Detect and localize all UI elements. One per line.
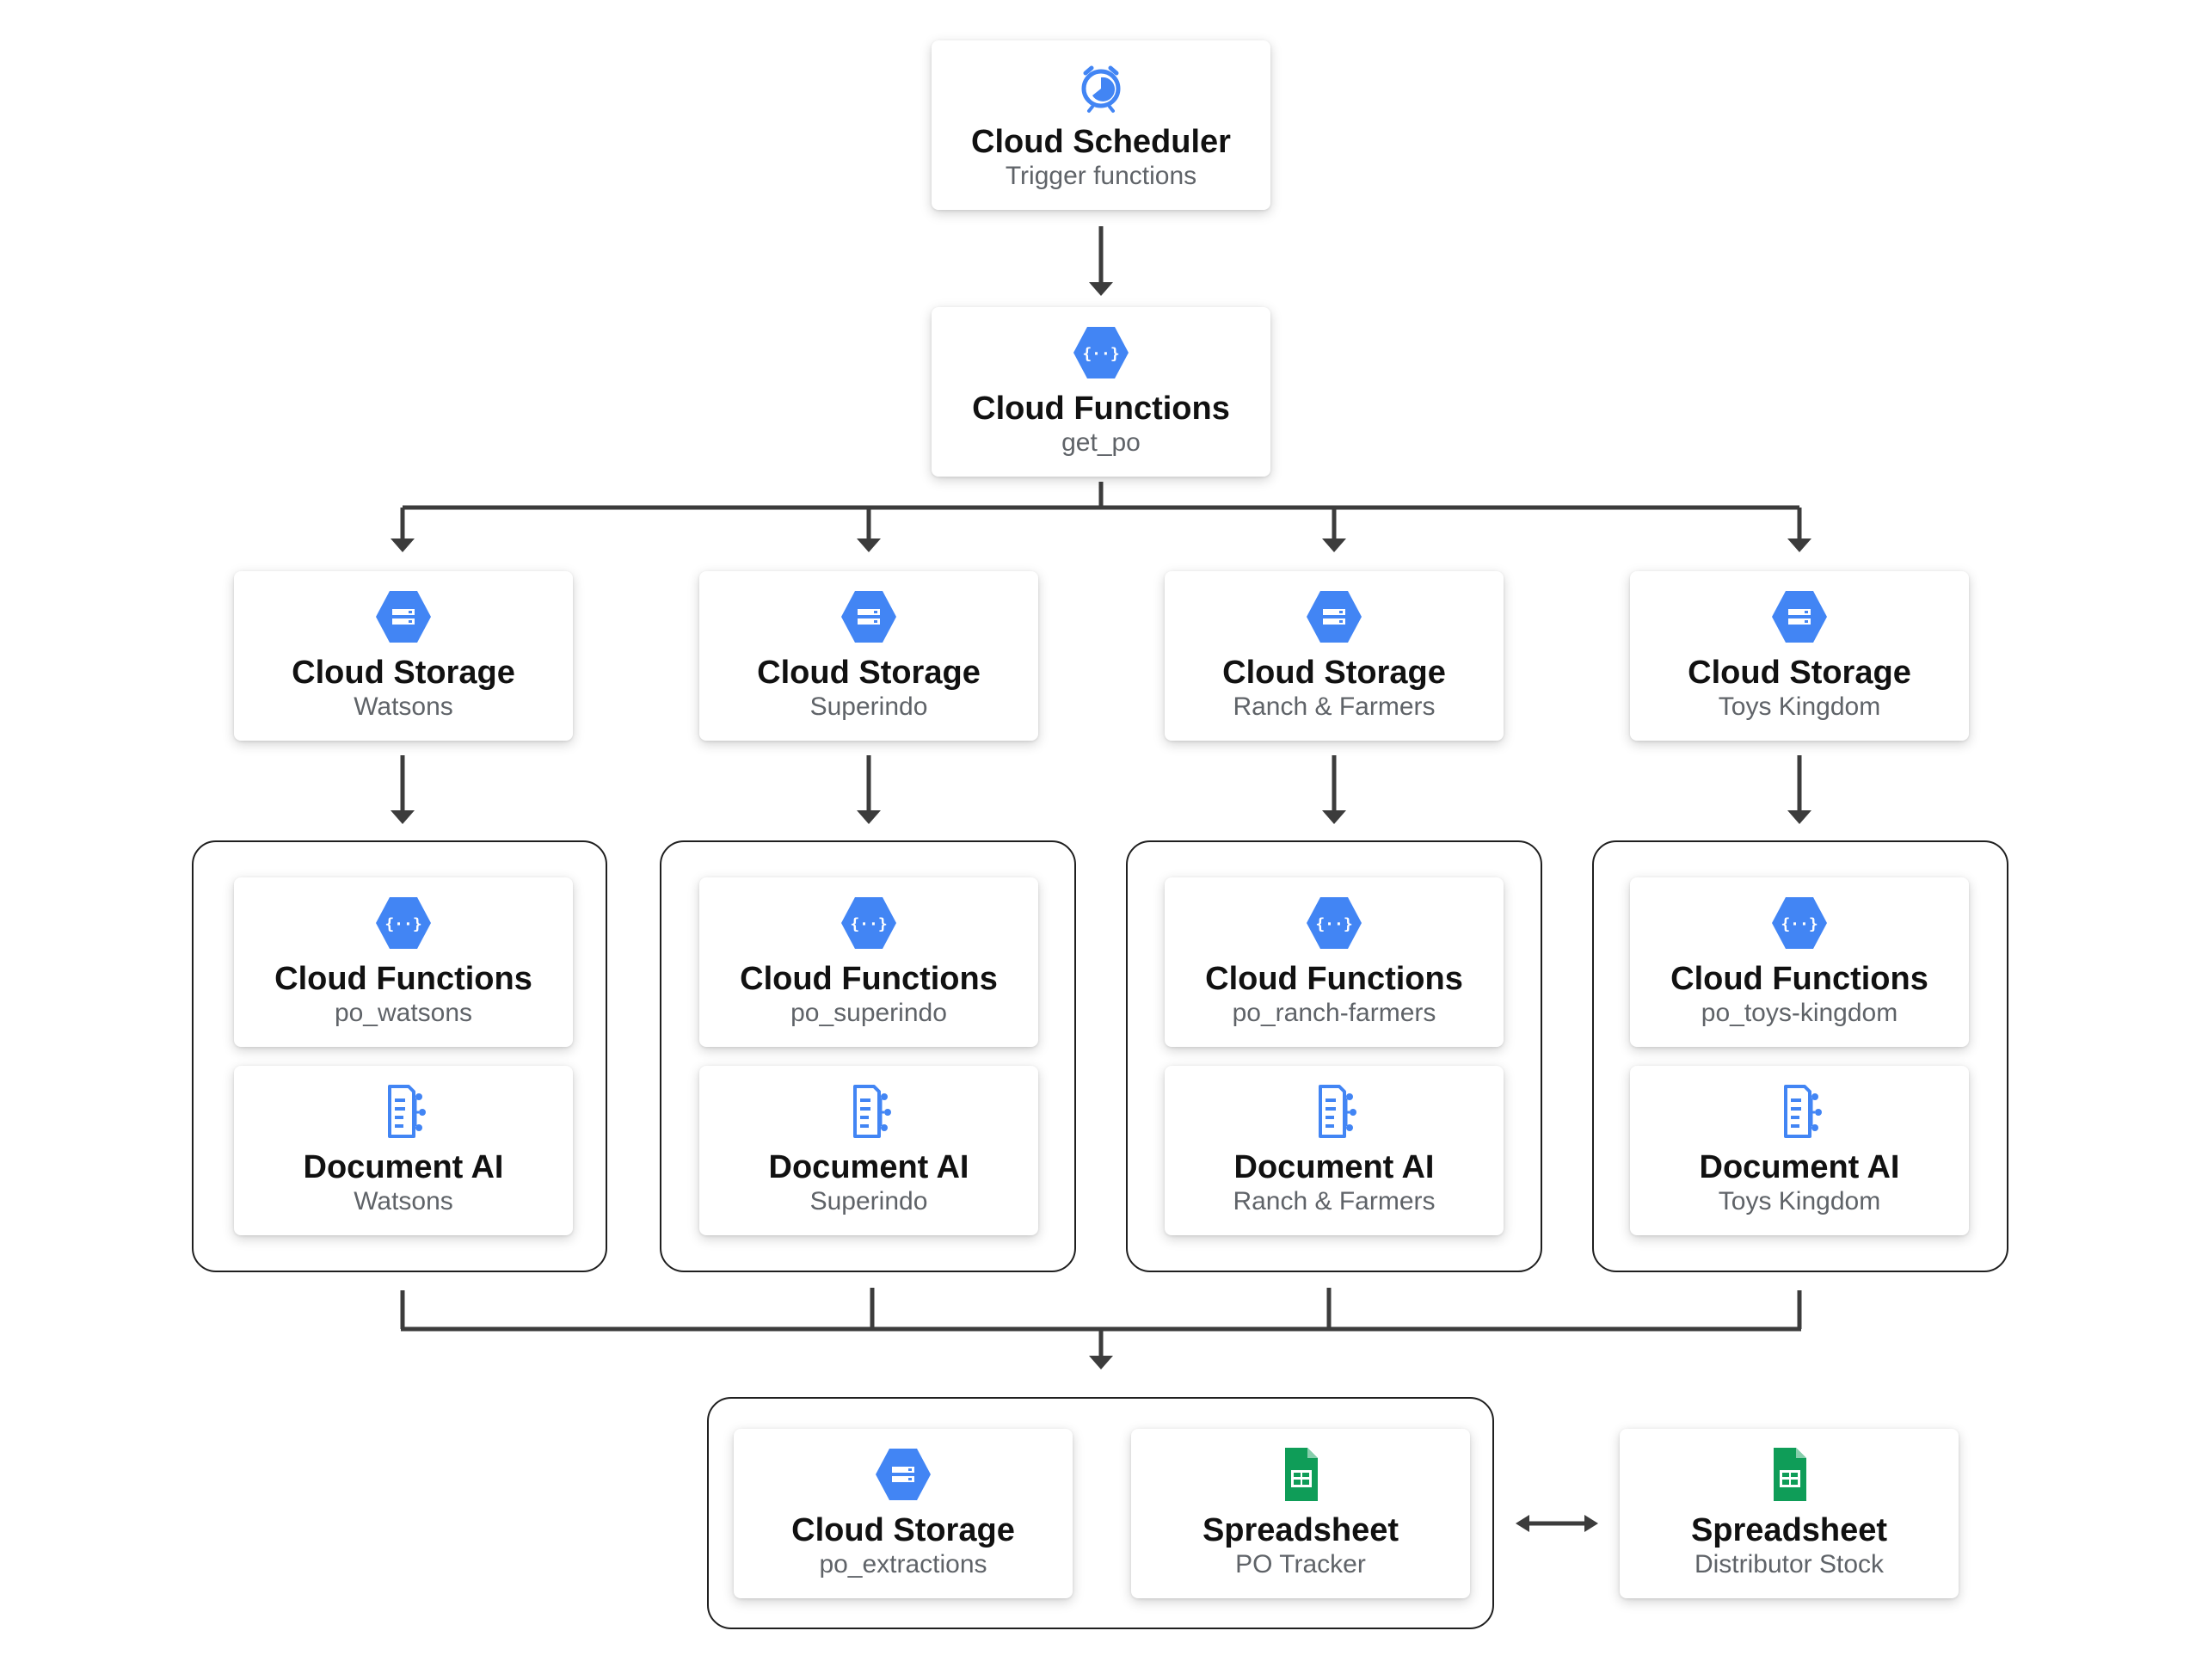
arrowhead bbox=[1322, 810, 1346, 824]
group-watsons bbox=[192, 840, 607, 1272]
node-title: Document AI bbox=[768, 1149, 969, 1185]
spreadsheet-icon bbox=[1755, 1446, 1824, 1503]
node-cloud-functions-po-superindo[interactable]: {··} Cloud Functions po_superindo bbox=[699, 877, 1038, 1047]
arrowhead bbox=[391, 810, 415, 824]
cloud-storage-icon bbox=[1300, 588, 1369, 645]
spreadsheet-icon bbox=[1266, 1446, 1335, 1503]
node-cloud-functions-get-po[interactable]: {··} Cloud Functions get_po bbox=[932, 307, 1270, 477]
node-title: Document AI bbox=[303, 1149, 504, 1185]
arrowhead bbox=[1787, 810, 1811, 824]
node-title: Cloud Storage bbox=[1688, 655, 1911, 691]
node-subtitle: Toys Kingdom bbox=[1718, 692, 1881, 721]
svg-text:{··}: {··} bbox=[850, 915, 887, 933]
node-cloud-scheduler[interactable]: Cloud Scheduler Trigger functions bbox=[932, 40, 1270, 210]
node-cloud-functions-po-ranch-farmers[interactable]: {··} Cloud Functions po_ranch-farmers bbox=[1165, 877, 1504, 1047]
node-document-ai-toys-kingdom[interactable]: Document AI Toys Kingdom bbox=[1630, 1066, 1969, 1235]
arrowhead bbox=[391, 538, 415, 552]
cloud-functions-icon: {··} bbox=[834, 895, 903, 951]
node-spreadsheet-po-tracker[interactable]: Spreadsheet PO Tracker bbox=[1131, 1429, 1470, 1598]
node-title: Document AI bbox=[1699, 1149, 1900, 1185]
node-subtitle: po_ranch-farmers bbox=[1232, 999, 1436, 1027]
cloud-scheduler-icon bbox=[1067, 58, 1135, 114]
node-subtitle: po_watsons bbox=[334, 999, 473, 1027]
node-cloud-functions-po-toys-kingdom[interactable]: {··} Cloud Functions po_toys-kingdom bbox=[1630, 877, 1969, 1047]
node-cloud-functions-po-watsons[interactable]: {··} Cloud Functions po_watsons bbox=[234, 877, 573, 1047]
node-spreadsheet-distributor-stock[interactable]: Spreadsheet Distributor Stock bbox=[1620, 1429, 1959, 1598]
arrowhead bbox=[857, 538, 881, 552]
arrowhead bbox=[1089, 282, 1113, 296]
node-subtitle: Ranch & Farmers bbox=[1233, 692, 1436, 721]
node-title: Cloud Storage bbox=[757, 655, 981, 691]
cloud-storage-icon bbox=[369, 588, 438, 645]
arrowhead bbox=[1516, 1515, 1529, 1532]
node-subtitle: Ranch & Farmers bbox=[1233, 1187, 1436, 1215]
group-ranch-farmers bbox=[1126, 840, 1542, 1272]
node-subtitle: PO Tracker bbox=[1235, 1550, 1366, 1578]
node-document-ai-watsons[interactable]: Document AI Watsons bbox=[234, 1066, 573, 1235]
cloud-storage-icon bbox=[834, 588, 903, 645]
svg-text:{··}: {··} bbox=[1082, 345, 1119, 363]
node-title: Spreadsheet bbox=[1202, 1512, 1399, 1548]
group-superindo bbox=[660, 840, 1076, 1272]
node-title: Cloud Functions bbox=[274, 961, 532, 997]
cloud-storage-icon bbox=[869, 1446, 938, 1503]
svg-text:{··}: {··} bbox=[384, 915, 421, 933]
group-output bbox=[707, 1397, 1494, 1629]
cloud-functions-icon: {··} bbox=[369, 895, 438, 951]
node-subtitle: po_toys-kingdom bbox=[1701, 999, 1898, 1027]
node-subtitle: po_superindo bbox=[790, 999, 947, 1027]
node-subtitle: Superindo bbox=[809, 1187, 928, 1215]
node-subtitle: Superindo bbox=[809, 692, 928, 721]
node-subtitle: Watsons bbox=[354, 692, 453, 721]
document-ai-icon bbox=[1765, 1083, 1834, 1140]
cloud-functions-icon: {··} bbox=[1300, 895, 1369, 951]
node-title: Cloud Storage bbox=[791, 1512, 1015, 1548]
node-title: Document AI bbox=[1233, 1149, 1435, 1185]
node-document-ai-ranch-farmers[interactable]: Document AI Ranch & Farmers bbox=[1165, 1066, 1504, 1235]
document-ai-icon bbox=[369, 1083, 438, 1140]
node-title: Cloud Storage bbox=[292, 655, 515, 691]
node-cloud-storage-po-extractions[interactable]: Cloud Storage po_extractions bbox=[734, 1429, 1073, 1598]
node-subtitle: get_po bbox=[1061, 428, 1141, 457]
node-subtitle: Distributor Stock bbox=[1694, 1550, 1885, 1578]
node-title: Cloud Functions bbox=[740, 961, 998, 997]
node-cloud-storage-superindo[interactable]: Cloud Storage Superindo bbox=[699, 571, 1038, 741]
node-subtitle: po_extractions bbox=[819, 1550, 987, 1578]
arrowhead bbox=[1787, 538, 1811, 552]
node-title: Cloud Functions bbox=[1670, 961, 1928, 997]
node-cloud-storage-ranch-farmers[interactable]: Cloud Storage Ranch & Farmers bbox=[1165, 571, 1504, 741]
node-subtitle: Watsons bbox=[354, 1187, 453, 1215]
node-title: Spreadsheet bbox=[1690, 1512, 1888, 1548]
arrowhead bbox=[1584, 1515, 1598, 1532]
arrowhead bbox=[857, 810, 881, 824]
svg-text:{··}: {··} bbox=[1781, 915, 1818, 933]
node-subtitle: Toys Kingdom bbox=[1718, 1187, 1881, 1215]
node-cloud-storage-watsons[interactable]: Cloud Storage Watsons bbox=[234, 571, 573, 741]
arrowhead bbox=[1322, 538, 1346, 552]
document-ai-icon bbox=[834, 1083, 903, 1140]
document-ai-icon bbox=[1300, 1083, 1369, 1140]
svg-text:{··}: {··} bbox=[1315, 915, 1352, 933]
group-toys-kingdom bbox=[1592, 840, 2008, 1272]
node-title: Cloud Scheduler bbox=[971, 124, 1231, 160]
node-title: Cloud Storage bbox=[1222, 655, 1446, 691]
node-title: Cloud Functions bbox=[972, 391, 1230, 427]
arrowhead bbox=[1089, 1356, 1113, 1369]
cloud-functions-icon: {··} bbox=[1067, 324, 1135, 381]
node-title: Cloud Functions bbox=[1205, 961, 1463, 997]
node-document-ai-superindo[interactable]: Document AI Superindo bbox=[699, 1066, 1038, 1235]
node-cloud-storage-toys-kingdom[interactable]: Cloud Storage Toys Kingdom bbox=[1630, 571, 1969, 741]
node-subtitle: Trigger functions bbox=[1005, 162, 1197, 190]
cloud-storage-icon bbox=[1765, 588, 1834, 645]
cloud-functions-icon: {··} bbox=[1765, 895, 1834, 951]
